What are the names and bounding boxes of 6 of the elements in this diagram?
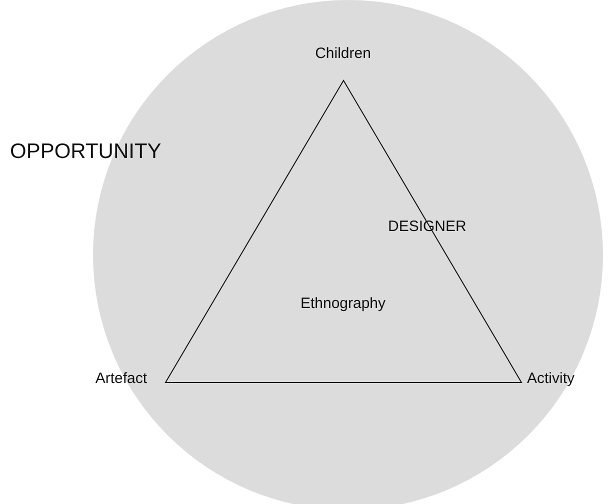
vertex-label: Children — [315, 45, 371, 62]
center-label: Ethnography — [300, 295, 386, 312]
vertex-label: Artefact — [95, 370, 147, 388]
vertex-label: Activity — [527, 370, 575, 388]
triangle-outline — [165, 80, 522, 383]
heading-label: OPPORTUNITY — [10, 140, 162, 164]
